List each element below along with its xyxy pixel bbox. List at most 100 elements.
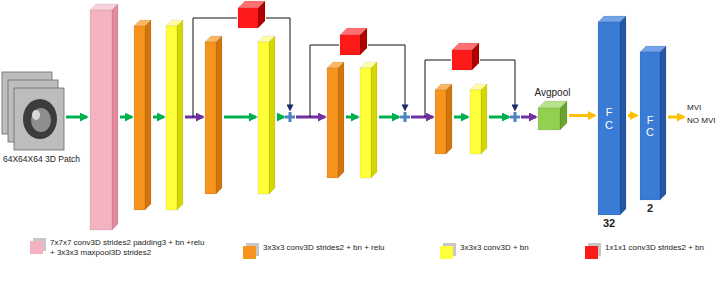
legend-item: 3x3x3 conv3D + bn [440,243,529,259]
block-side [472,43,479,70]
flow-arrow [668,116,684,119]
block-front [640,52,660,200]
flow-connector [628,114,637,117]
legend-text: 7x7x7 conv3D strides2 padding3 + bn +rel… [50,238,210,258]
shortcut-line [480,60,515,110]
avgpool-cube: Avgpool [538,101,567,130]
avgpool-cube-shape [538,101,567,130]
yellow-layer-block [470,84,487,154]
layer-label: Avgpool [535,87,571,99]
shortcut-line [368,45,405,110]
shortcut-line [193,18,237,117]
legend-item: 1x1x1 conv3D strides2 + bn [585,243,704,259]
flow-arrow [454,116,468,119]
block-front [238,8,258,28]
red-layer-block [238,1,265,28]
block-side [258,1,265,28]
flow-arrow [185,116,203,119]
block-front [205,42,216,194]
block-side [660,46,666,200]
block-front [598,22,620,215]
orange-layer-block [205,36,222,194]
block-front [134,26,145,210]
block-front [340,35,360,55]
lesion-core [31,108,51,132]
flow-arrow [277,116,284,119]
unit-count: 32 [603,217,615,230]
block-front [327,68,338,178]
flow-arrow [521,116,536,119]
yellow-layer-block [258,36,275,194]
orange-layer-block [134,20,151,210]
block-side [338,62,344,178]
legend-swatch [585,246,598,259]
flow-arrow [489,116,509,119]
fc-layer: F C32 [598,16,626,215]
layer-label: F C [644,114,657,139]
layer-label: F C [603,106,616,131]
add-bar [514,112,517,122]
block-front [435,90,446,154]
block-side [269,36,275,194]
label-slot: NO MVI [687,116,715,125]
legend-text: 3x3x3 conv3D strides2 + bn + relu [263,243,384,253]
orange-layer-block [327,62,344,178]
lesion-highlight [32,110,40,120]
lesion-ring [23,99,57,139]
fc-layer-prism [640,46,666,200]
yellow-layer-block [166,20,183,210]
block-front [452,50,472,70]
unit-count: 2 [647,202,653,215]
block-side [371,62,377,178]
block-side [446,84,452,154]
flow-arrow [153,116,164,119]
input-caption: 64X64X64 3D Patch [3,154,80,164]
legend-swatch [243,246,256,259]
ct-slice-frame [14,88,64,150]
red-layer-block [452,43,479,70]
block-side [481,84,487,154]
shortcut-line [266,18,290,110]
flow-arrow [411,116,433,119]
flow-arrow [120,116,132,119]
block-side [560,101,567,130]
add-bar [404,112,407,122]
flow-arrow [346,116,358,119]
legend-item: 3x3x3 conv3D strides2 + bn + relu [243,243,384,259]
avgpool-cube-prism [538,101,567,130]
shortcut-line [310,45,339,117]
block-front [258,42,269,194]
pink-layer-block [90,4,118,230]
block-front [470,90,481,154]
block-front [360,68,371,178]
flow-arrow [224,116,256,119]
block-side [360,28,367,55]
legend-item: 7x7x7 conv3D strides2 padding3 + bn +rel… [30,238,210,258]
legend-text: 1x1x1 conv3D strides2 + bn [605,243,704,253]
label-slot: MVI [687,103,701,112]
fc-layer: F C2 [640,46,666,200]
shortcut-line [425,60,451,117]
fc-layer-prism [598,16,626,215]
block-side [620,16,626,215]
orange-layer-block [435,84,452,154]
legend-swatch [30,241,43,254]
class-label: NO MVI [687,116,715,125]
block-side [177,20,183,210]
add-symbol [285,112,295,122]
flow-arrow [379,116,399,119]
flow-arrow [66,116,87,119]
block-side [145,20,151,210]
block-side [112,4,118,230]
block-front [90,10,112,230]
legend-text: 3x3x3 conv3D + bn [460,243,529,253]
label-slot: 64X64X64 3D Patch [3,154,80,164]
add-bar [289,112,292,122]
ct-slice [14,88,64,150]
flow-connector [569,114,595,117]
red-layer-block [340,28,367,55]
block-side [216,36,222,194]
yellow-layer-block [360,62,377,178]
legend-swatch [440,246,453,259]
